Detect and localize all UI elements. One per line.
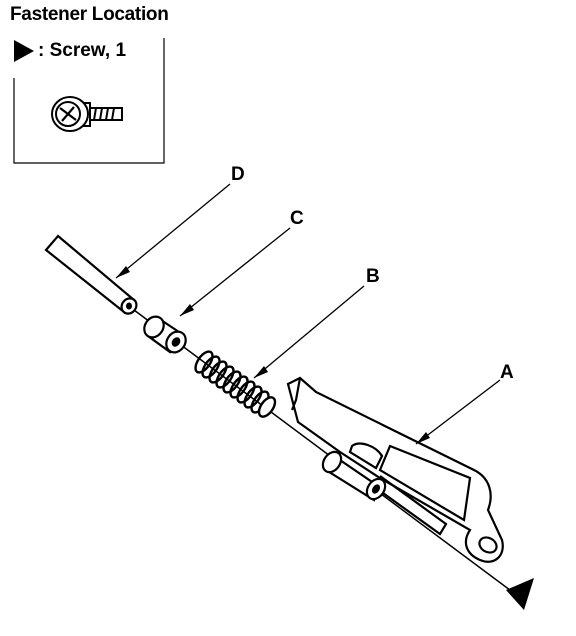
leader-arrowheads	[116, 266, 430, 444]
callout-b: B	[366, 266, 380, 287]
leader-lines	[115, 183, 501, 445]
page-title: Fastener Location	[10, 4, 169, 25]
center-axis-line	[133, 309, 511, 591]
leader-line-d	[115, 183, 231, 279]
screw-location-marker-icon	[506, 578, 534, 610]
lever-part-a	[286, 376, 504, 563]
cable-part-d	[44, 234, 138, 315]
triangle-marker-icon	[14, 40, 34, 62]
legend-label: : Screw, 1	[38, 40, 127, 61]
screw-icon	[51, 96, 123, 132]
callout-d: D	[231, 164, 245, 185]
fastener-legend: : Screw, 1	[14, 40, 126, 62]
leader-line-b	[253, 285, 365, 379]
leader-line-c	[179, 227, 291, 317]
leader-line-a	[415, 379, 501, 445]
spring-part-b	[194, 350, 277, 418]
legend-box	[13, 38, 165, 164]
callout-a: A	[500, 362, 514, 383]
collar-part-c	[143, 315, 187, 354]
callout-c: C	[290, 208, 304, 229]
